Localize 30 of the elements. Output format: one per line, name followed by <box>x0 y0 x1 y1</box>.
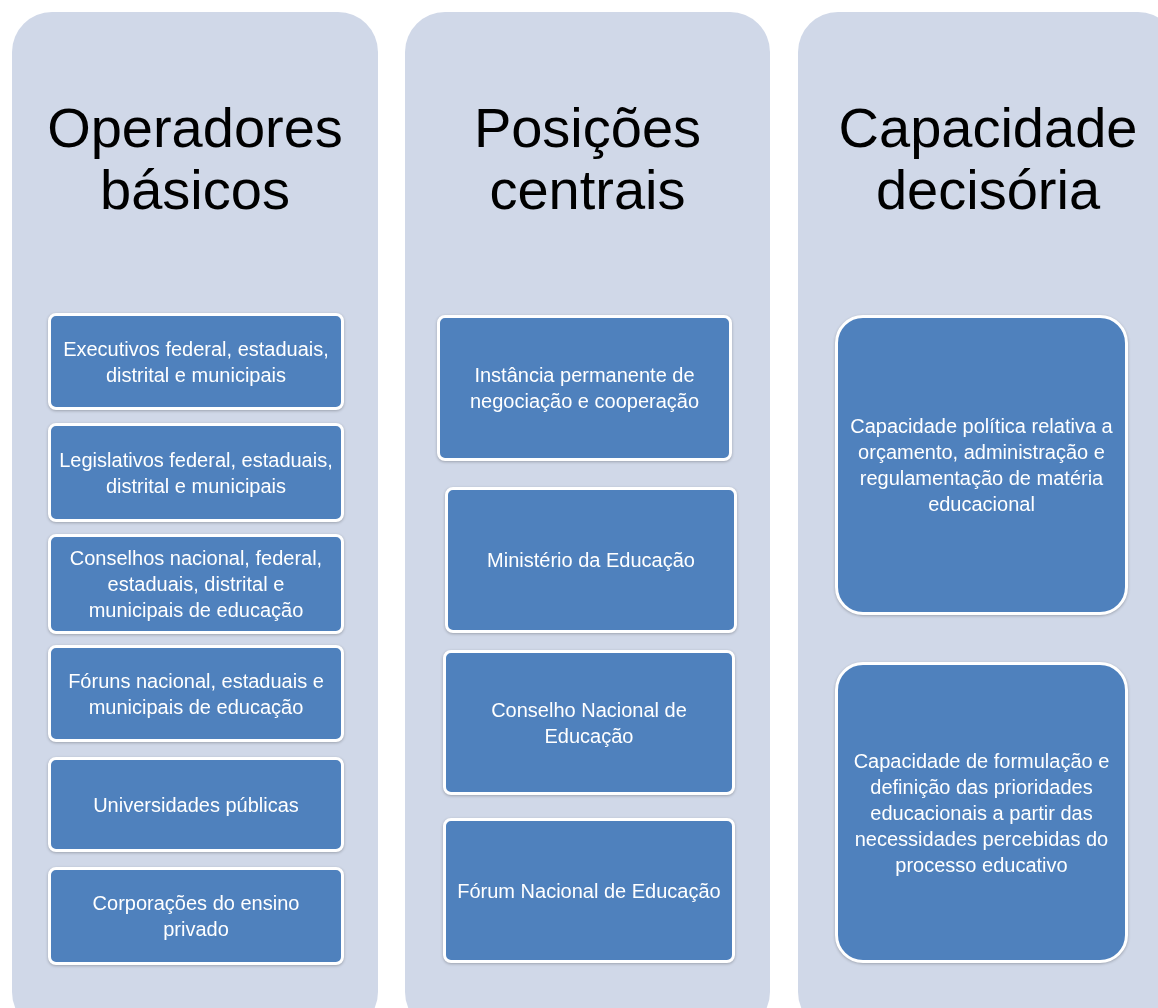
column-panel <box>405 12 770 1008</box>
box-text: Fórum Nacional de Educação <box>456 878 722 904</box>
item-box <box>835 315 1128 615</box>
item-box <box>48 423 344 522</box>
box-text: Universidades públicas <box>92 792 300 818</box>
item-box <box>48 534 344 634</box>
box-text: Executivos federal, estaduais, distrital e municipais <box>62 336 330 388</box>
item-box <box>48 867 344 965</box>
box-text: Instância permanente de negociação e cooperação <box>468 363 701 414</box>
item-box <box>437 315 732 461</box>
box-text: Fóruns nacional, estaduais e municipais de educação <box>67 668 325 720</box>
box-text: Conselhos nacional, federal, estaduais, distrital e municipais de educação <box>68 546 324 623</box>
box-text: Ministério da Educação <box>486 548 696 573</box>
box-text: Conselho Nacional de Educação <box>490 697 688 749</box>
item-box <box>48 313 344 410</box>
column-panel <box>798 12 1158 1008</box>
item-box <box>443 818 735 963</box>
box-text: Capacidade política relativa a orçamento, administração e regulamentação de matéria educacional <box>849 414 1114 517</box>
column-heading: Capacidade decisória <box>837 97 1139 221</box>
item-box <box>835 662 1128 963</box>
box-text: Capacidade de formulação e definição das prioridades educacionais a partir das necessidades percebidas do processo educativo <box>852 748 1111 878</box>
box-text: Legislativos federal, estaduais, distrital e municipais <box>58 447 334 499</box>
column-heading: Operadores básicos <box>46 97 344 221</box>
item-box <box>443 650 735 795</box>
column-panel <box>12 12 378 1008</box>
item-box <box>445 487 737 633</box>
column-heading: Posições centrais <box>472 97 703 221</box>
item-box <box>48 757 344 852</box>
item-box <box>48 645 344 742</box>
box-text: Corporações do ensino privado <box>91 891 301 942</box>
